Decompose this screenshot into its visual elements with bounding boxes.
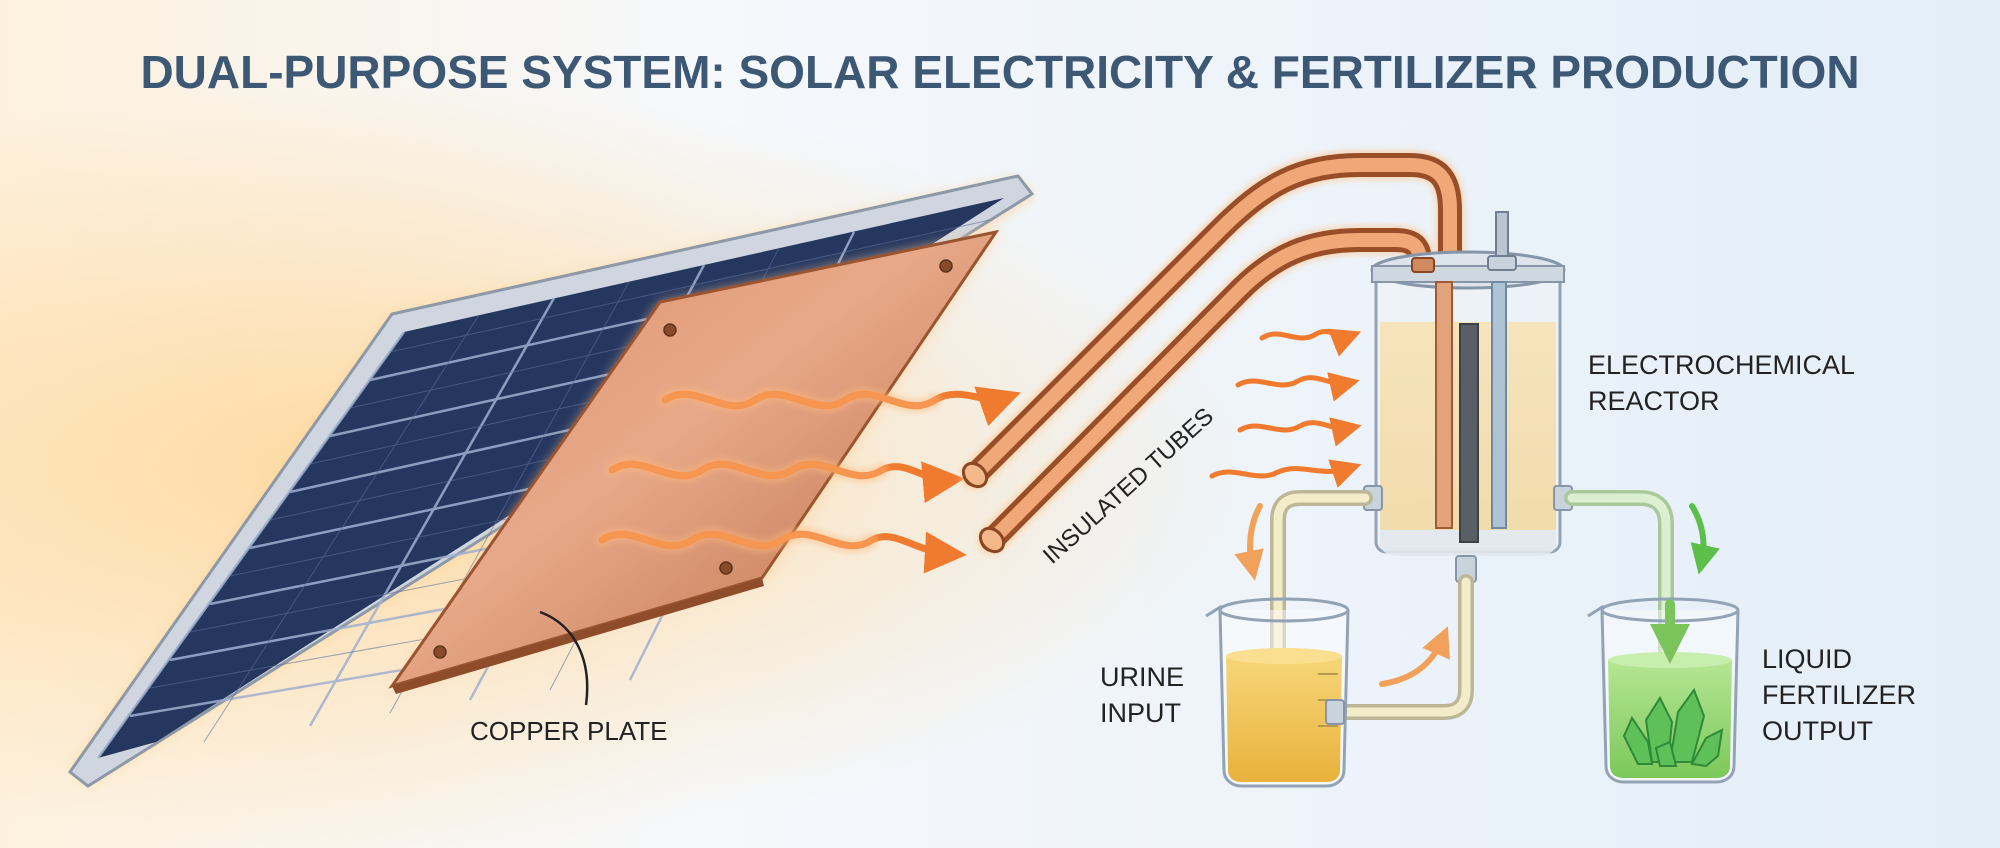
- urine-beaker-spout: [1205, 604, 1223, 618]
- heat-arrow-glow: [595, 387, 942, 553]
- lid-port-copper: [1411, 257, 1435, 273]
- lid-port-cap: [1487, 255, 1517, 271]
- insulated-tubes: [960, 150, 1465, 555]
- tube-2-inner: [985, 233, 1427, 547]
- reactor-electrode-steel: [1491, 281, 1507, 529]
- urine-flow-arrow: [1234, 503, 1264, 581]
- fertilizer-flow-arrow: [1689, 503, 1720, 575]
- diagram-title: DUAL-PURPOSE SYSTEM: SOLAR ELECTRICITY &…: [140, 46, 1859, 98]
- urine-label-line1: URINE: [1100, 662, 1184, 692]
- reactor-electrode-copper: [1435, 281, 1453, 529]
- feed-flow-arrow: [1379, 626, 1450, 687]
- reactor-electrode-center: [1459, 323, 1479, 543]
- reactor-label-line1: ELECTROCHEMICAL: [1588, 350, 1855, 380]
- fertilizer-beaker: [1587, 597, 1740, 784]
- fertilizer-beaker-spout: [1587, 604, 1605, 618]
- urine-beaker-rim: [1218, 597, 1350, 623]
- reactor-feed-pipe-inner: [1333, 577, 1471, 717]
- reactor-label-line2: REACTOR: [1588, 386, 1720, 416]
- pipes: [1270, 490, 1674, 720]
- reactor-lid-rim: [1371, 265, 1565, 283]
- copper-plate: [388, 229, 1000, 694]
- urine-liquid: [1226, 656, 1342, 782]
- fertilizer-label-line2: FERTILIZER: [1762, 680, 1916, 710]
- reactor-heat-arrows: [1209, 328, 1362, 488]
- fertilizer-crystals: [1622, 687, 1724, 768]
- urine-beaker: [1205, 597, 1350, 788]
- urine-beaker-port: [1325, 699, 1345, 725]
- electrochemical-reactor: [1363, 211, 1573, 583]
- urine-liquid-surface: [1226, 648, 1342, 664]
- copper-plate-label: COPPER PLATE: [470, 716, 667, 746]
- tube-1-inner: [968, 158, 1457, 482]
- fertilizer-label-line1: LIQUID: [1762, 644, 1852, 674]
- copper-edge: [392, 578, 764, 694]
- tube-2-end: [978, 526, 1006, 554]
- fertilizer-pipe-inner: [1567, 493, 1671, 655]
- fertilizer-liquid-surface: [1608, 652, 1732, 668]
- urine-label-line2: INPUT: [1100, 698, 1181, 728]
- fertilizer-label-line3: OUTPUT: [1762, 716, 1873, 746]
- tube-1-end: [961, 461, 989, 489]
- urine-intake-pipe-inner: [1273, 493, 1370, 665]
- copper-screws: [433, 259, 953, 659]
- copper-plate-pointer: [539, 610, 589, 706]
